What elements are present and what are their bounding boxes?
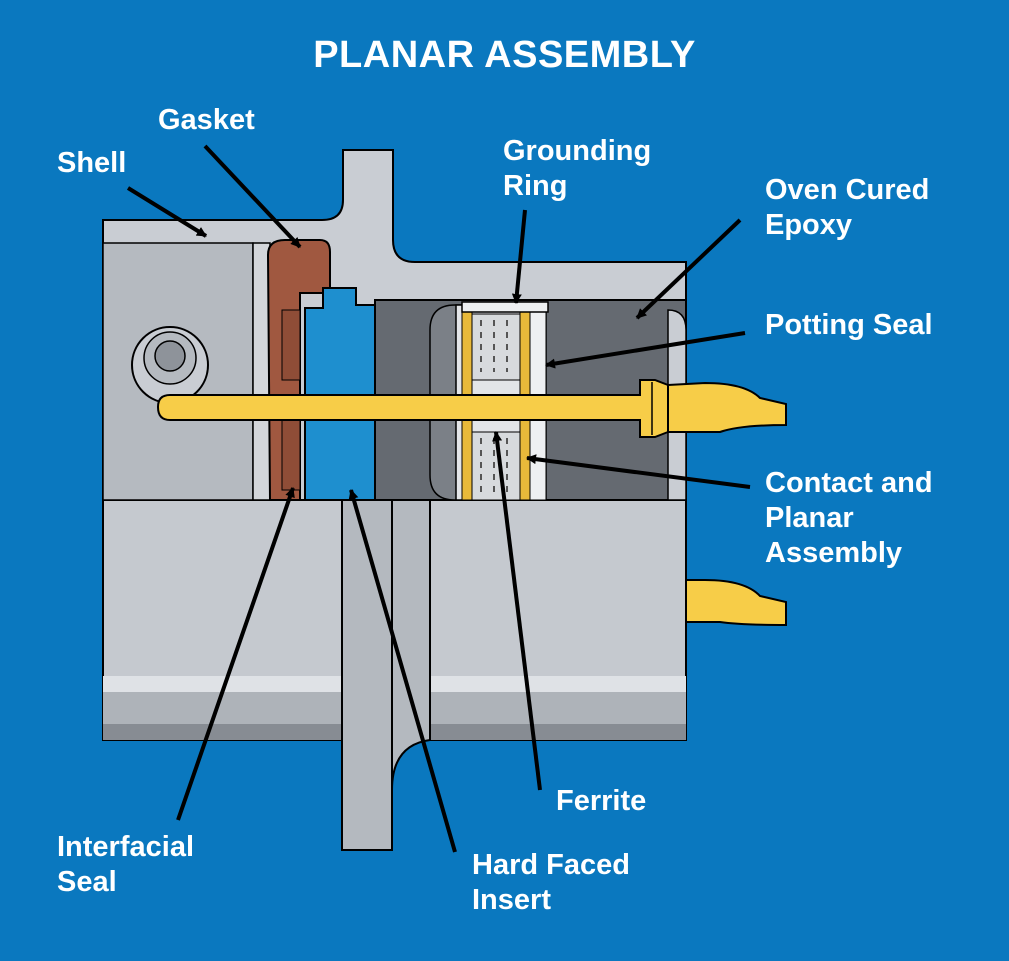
leader-oven-cured-epoxy	[635, 218, 742, 320]
contact-pin	[156, 379, 787, 438]
label-hard-faced-insert: Hard Faced Insert	[472, 849, 630, 916]
leader-potting-seal	[545, 331, 746, 369]
leader-grounding-ring	[511, 209, 527, 304]
label-grounding-ring: Grounding Ring	[503, 135, 652, 202]
label-potting-seal: Potting Seal	[765, 309, 933, 341]
gasket-part	[266, 239, 331, 501]
pin-boss	[131, 326, 209, 404]
leader-gasket	[203, 144, 302, 249]
leader-interfacial-seal	[176, 487, 295, 821]
contact-tail-lower	[685, 579, 787, 627]
leader-shell	[126, 186, 208, 238]
label-contact-planar-assembly: Contact and Planar Assembly	[765, 467, 933, 569]
label-ferrite: Ferrite	[556, 785, 647, 817]
label-oven-cured-epoxy: Oven Cured Epoxy	[765, 174, 930, 241]
leader-contact-planar	[526, 454, 751, 489]
page-title: PLANAR ASSEMBLY	[313, 34, 696, 76]
leader-lines	[126, 144, 751, 853]
shell-lower-body	[102, 499, 687, 851]
leader-hard-faced-insert	[348, 489, 457, 853]
leader-ferrite	[492, 431, 542, 791]
label-shell: Shell	[57, 147, 127, 179]
label-gasket: Gasket	[158, 104, 255, 136]
label-interfacial-seal: Interfacial Seal	[57, 831, 194, 898]
